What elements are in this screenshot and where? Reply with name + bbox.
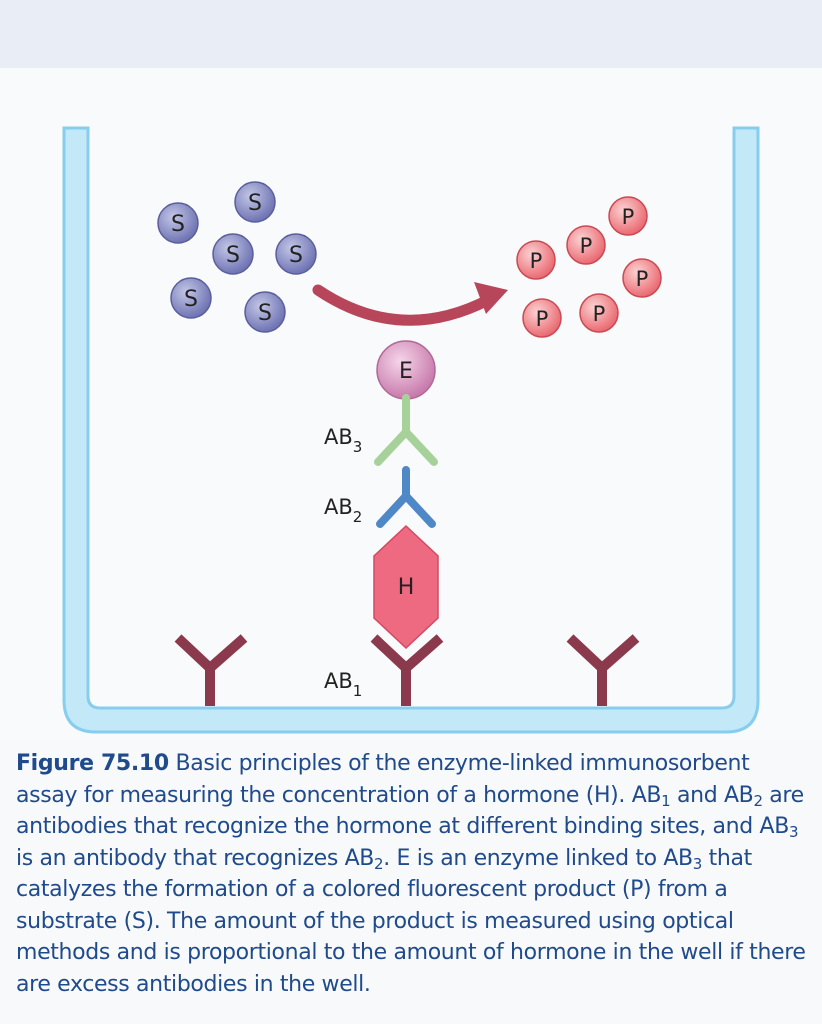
svg-text:P: P [536,307,549,331]
substrate-molecule: S [157,202,199,244]
svg-text:E: E [399,359,413,384]
product-molecule: P [608,196,648,236]
ab1-label: AB1 [324,669,362,700]
svg-text:P: P [622,205,635,229]
substrate-molecules: S S S S S S [157,181,317,333]
caption-text: that catalyzes the formation of a colore… [16,845,806,997]
svg-text:S: S [226,243,240,268]
caption-sub: 2 [753,791,763,810]
antibody-ab1-left [174,634,248,706]
product-molecule: P [579,293,619,333]
figure-caption: Figure 75.10 Basic principles of the enz… [16,748,816,1000]
reaction-arrow [312,282,508,326]
caption-sub: 3 [692,854,703,873]
antibody-ab3 [374,394,438,466]
product-molecule: P [516,240,556,280]
svg-text:S: S [289,243,303,268]
caption-text: are antibodies that recognize the hormon… [16,782,804,840]
hormone: H [373,524,439,650]
caption-sub: 2 [374,854,384,873]
svg-text:P: P [593,302,606,326]
svg-text:S: S [184,287,198,312]
caption-text: is an antibody that recognizes AB [16,845,375,871]
svg-text:H: H [398,575,415,600]
substrate-molecule: S [244,291,286,333]
ab3-label: AB3 [324,425,362,456]
svg-text:P: P [636,267,649,291]
substrate-molecule: S [275,233,317,275]
svg-text:S: S [171,212,185,237]
svg-text:P: P [530,249,543,273]
substrate-molecule: S [212,233,254,275]
svg-text:S: S [258,301,272,326]
elisa-diagram: S S S S S S P P P P P P E AB3 AB2 H [62,126,760,734]
svg-text:S: S [248,191,262,216]
caption-sub: 1 [661,791,671,810]
caption-text: . E is an enzyme linked to AB [383,845,693,871]
caption-text: and AB [670,782,754,808]
product-molecules: P P P P P P [516,196,662,338]
svg-text:P: P [580,234,593,258]
product-molecule: P [522,298,562,338]
substrate-molecule: S [234,181,276,223]
antibody-ab1-right [566,634,640,706]
enzyme: E [376,340,436,400]
caption-sub: 3 [788,823,799,841]
ab2-label: AB2 [324,495,362,526]
top-band [0,0,822,68]
product-molecule: P [622,258,662,298]
caption-text: Basic principles of the enzyme-linked im… [16,751,750,808]
figure-number: Figure 75.10 [16,751,169,776]
antibody-ab2 [376,466,436,528]
well [62,126,760,734]
substrate-molecule: S [170,277,212,319]
product-molecule: P [566,225,606,265]
antibody-ab1-center [370,634,444,706]
